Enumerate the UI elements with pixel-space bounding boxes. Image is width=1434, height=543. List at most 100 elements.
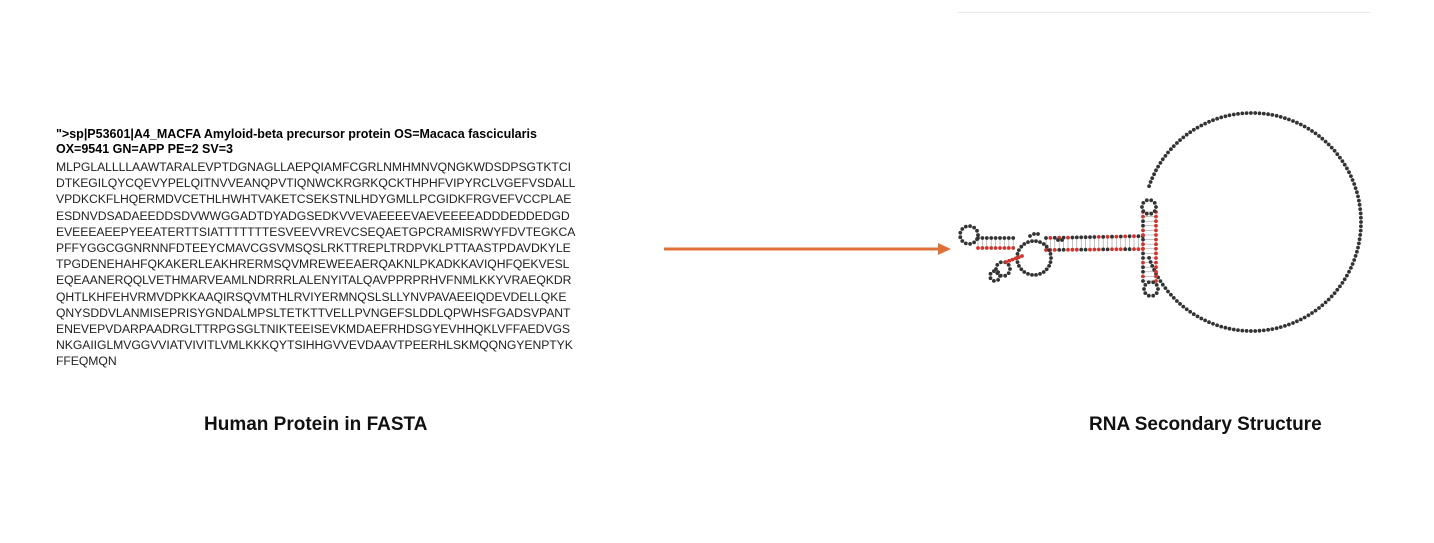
nucleotide [1287, 117, 1291, 122]
nucleotide [1151, 280, 1156, 285]
nucleotide [1253, 111, 1258, 115]
nucleotide [960, 239, 965, 243]
nucleotide [1030, 239, 1034, 244]
nucleotide [1006, 236, 1011, 240]
nucleotide [1142, 287, 1146, 291]
nucleotide [1044, 267, 1049, 272]
nucleotide [1105, 234, 1110, 239]
nucleotide [1236, 328, 1240, 332]
nucleotide [1143, 283, 1148, 287]
nucleotide [1136, 234, 1141, 239]
nucleotide [980, 246, 985, 250]
nucleotide [1283, 116, 1287, 120]
nucleotide [1066, 235, 1070, 240]
nucleotide [1152, 201, 1157, 205]
nucleotide [1166, 289, 1170, 294]
nucleotide [1154, 237, 1158, 242]
nucleotide [1219, 115, 1224, 120]
nucleotide [1020, 254, 1024, 258]
sequence-line: ENEVEPVDARPAADRGLTTRPGSGLTNIKTEEISEVKMDA… [56, 322, 570, 337]
nucleotide [1270, 327, 1275, 331]
nucleotide [1191, 127, 1196, 132]
nucleotide [1353, 254, 1358, 258]
nucleotide [1156, 287, 1160, 291]
nucleotide [996, 270, 1000, 274]
nucleotide [1349, 174, 1353, 179]
nucleotide [1166, 150, 1170, 155]
nucleotide [1011, 236, 1016, 240]
nucleotide [1329, 294, 1334, 299]
nucleotide [1191, 312, 1196, 317]
nucleotide [1083, 235, 1088, 240]
nucleotide [1295, 120, 1299, 125]
nucleotide [1007, 258, 1012, 263]
sequence-line: PFFYGGCGGNRNNFDTEEYCMAVCGSVMSQSLRKTTREPL… [56, 241, 571, 256]
nucleotide [1101, 235, 1106, 239]
nucleotide [1092, 247, 1097, 252]
nucleotide [1199, 123, 1204, 128]
nucleotide [998, 236, 1002, 240]
nucleotide [1006, 271, 1011, 275]
nucleotide [1317, 306, 1321, 310]
nucleotide [1169, 147, 1173, 152]
nucleotide [995, 263, 1000, 267]
nucleotide [1215, 323, 1219, 328]
nucleotide [1313, 308, 1318, 313]
nucleotide [1335, 152, 1340, 157]
nucleotide [1355, 190, 1359, 195]
nucleotide [1041, 242, 1046, 246]
nucleotide [1154, 233, 1158, 237]
nucleotide [1154, 205, 1158, 209]
nucleotide [1114, 247, 1119, 252]
nucleotide [1287, 322, 1291, 327]
sequence-line: QHTLKHFEHVRMVDPKKAAQIRSQVMTHLRVIYERMNQSL… [56, 289, 567, 304]
nucleotide [1132, 247, 1136, 252]
fasta-header: ">sp|P53601|A4_MACFA Amyloid-beta precur… [56, 127, 656, 157]
nucleotide [1088, 235, 1092, 240]
nucleotide [1199, 316, 1204, 321]
nucleotide [1342, 277, 1347, 282]
nucleotide [1048, 236, 1053, 240]
nucleotide [963, 224, 968, 229]
nucleotide [1011, 246, 1016, 250]
nucleotide [1041, 270, 1046, 274]
nucleotide [998, 246, 1002, 250]
nucleotide [1350, 178, 1355, 182]
nucleotide [1240, 111, 1245, 116]
nucleotide [1141, 214, 1145, 219]
nucleotide [1152, 172, 1156, 177]
nucleotide [1154, 228, 1158, 233]
nucleotide [1026, 272, 1030, 276]
nucleotide [1079, 247, 1084, 252]
nucleotide [992, 269, 996, 273]
nucleotide [988, 276, 993, 281]
nucleotide [1169, 292, 1173, 297]
nucleotide [1010, 257, 1015, 262]
nucleotide [984, 236, 989, 240]
nucleotide [1004, 260, 1008, 264]
nucleotide [1019, 244, 1024, 249]
nucleotide [1358, 228, 1363, 233]
nucleotide [1123, 234, 1128, 239]
nucleotide [1158, 161, 1163, 165]
nucleotide [1326, 142, 1331, 147]
nucleotide [1203, 318, 1207, 323]
nucleotide [1274, 113, 1279, 118]
nucleotide [1223, 325, 1228, 330]
nucleotide [1044, 236, 1048, 240]
nucleotide [1326, 297, 1331, 302]
nucleotide [1141, 260, 1145, 265]
nucleotide [963, 241, 968, 246]
nucleotide [1141, 219, 1145, 224]
nucleotide [1006, 246, 1011, 250]
nucleotide [1015, 252, 1020, 256]
nucleotide [1358, 207, 1363, 212]
nucleotide [1270, 113, 1275, 117]
nucleotide [1105, 247, 1110, 252]
nucleotide [1141, 201, 1146, 205]
nucleotide [1016, 255, 1021, 260]
nucleotide [1017, 264, 1021, 268]
nucleotide [1132, 234, 1136, 239]
nucleotide [968, 224, 972, 229]
nucleotide [1160, 282, 1165, 287]
